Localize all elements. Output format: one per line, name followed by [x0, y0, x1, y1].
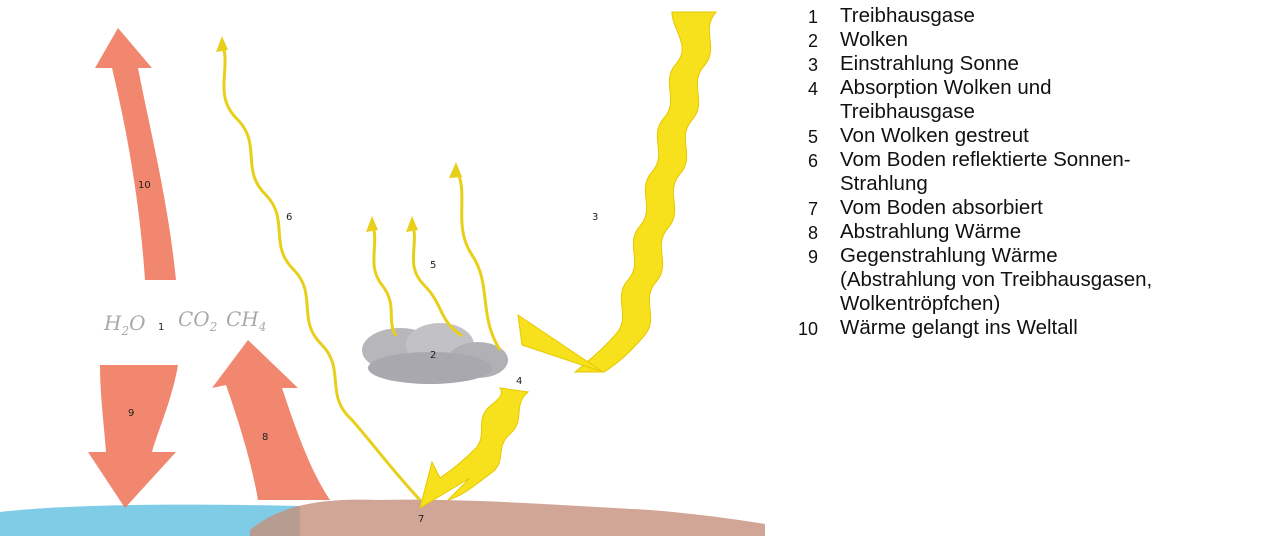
label-1: 1 — [158, 322, 164, 333]
legend-text: Treibhausgase — [840, 4, 975, 27]
label-6: 6 — [286, 212, 292, 223]
label-8: 8 — [262, 432, 268, 443]
legend-item: 8 Abstrahlung Wärme — [780, 220, 1270, 244]
legend-text: Von Wolken gestreut — [840, 124, 1029, 147]
label-7: 7 — [418, 514, 424, 525]
gas-h2o: H2O — [103, 311, 146, 338]
sun-radiation-arrow — [575, 12, 716, 372]
legend-number: 6 — [780, 149, 818, 173]
legend-item: 9 Gegenstrahlung Wärme(Abstrahlung von Tr… — [780, 244, 1270, 316]
legend-number: 10 — [780, 317, 818, 341]
legend-text: Wärme gelangt ins Weltall — [840, 316, 1078, 339]
label-2: 2 — [430, 350, 436, 361]
label-5: 5 — [430, 260, 436, 271]
legend-number: 1 — [780, 5, 818, 29]
legend-text-continuation: Wolkentröpfchen) — [840, 292, 1000, 315]
gas-co2: CO2 — [178, 307, 217, 334]
legend-text: Absorption Wolken und — [840, 76, 1052, 99]
legend-item: 3 Einstrahlung Sonne — [780, 52, 1270, 76]
label-10: 10 — [138, 180, 151, 191]
legend-item: 7 Vom Boden absorbiert — [780, 196, 1270, 220]
scattered-radiation-head-1 — [366, 216, 378, 232]
legend-number: 3 — [780, 53, 818, 77]
legend-text: Einstrahlung Sonne — [840, 52, 1019, 75]
legend-text-continuation: Treibhausgase — [840, 100, 975, 123]
legend-text-continuation: Strahlung — [840, 172, 928, 195]
legend-number: 7 — [780, 197, 818, 221]
back-radiation-arrow — [88, 365, 178, 508]
scattered-radiation-line-1 — [372, 222, 396, 336]
legend-item: 1 Treibhausgase — [780, 4, 1270, 28]
scattered-radiation-head-2 — [406, 216, 418, 232]
legend-number: 4 — [780, 77, 818, 101]
greenhouse-effect-drawing: H2O CO2 CH4 1 2 3 4 5 6 7 8 9 10 — [0, 0, 770, 536]
legend-text: Gegenstrahlung Wärme — [840, 244, 1058, 267]
sun-radiation-to-ground — [420, 388, 528, 508]
sun-radiation-arrow-head-upper — [518, 315, 603, 372]
scattered-radiation-line-3 — [456, 168, 500, 350]
emitted-heat-arrow — [212, 340, 330, 500]
reflected-radiation-arrow-head — [216, 36, 228, 52]
gas-ch4: CH4 — [226, 307, 266, 334]
legend-item: 5 Von Wolken gestreut — [780, 124, 1270, 148]
ground — [250, 500, 765, 536]
legend-number: 9 — [780, 245, 818, 269]
legend-text-continuation: (Abstrahlung von Treibhausgasen, — [840, 268, 1152, 291]
scattered-radiation-head-3 — [449, 162, 462, 178]
legend-text: Abstrahlung Wärme — [840, 220, 1021, 243]
label-4: 4 — [516, 376, 522, 387]
legend-number: 5 — [780, 125, 818, 149]
legend-item: 10 Wärme gelangt ins Weltall — [780, 316, 1270, 340]
heat-to-space-arrow — [95, 28, 176, 280]
legend-item: 6 Vom Boden reflektierte Sonnen-Strahlung — [780, 148, 1270, 196]
legend-item: 2 Wolken — [780, 28, 1270, 52]
legend-text: Vom Boden absorbiert — [840, 196, 1043, 219]
legend-number: 8 — [780, 221, 818, 245]
label-9: 9 — [128, 408, 134, 419]
legend-text: Wolken — [840, 28, 908, 51]
scattered-radiation-line-2 — [412, 222, 462, 336]
legend-text: Vom Boden reflektierte Sonnen- — [840, 148, 1131, 171]
legend-number: 2 — [780, 29, 818, 53]
label-3: 3 — [592, 212, 598, 223]
